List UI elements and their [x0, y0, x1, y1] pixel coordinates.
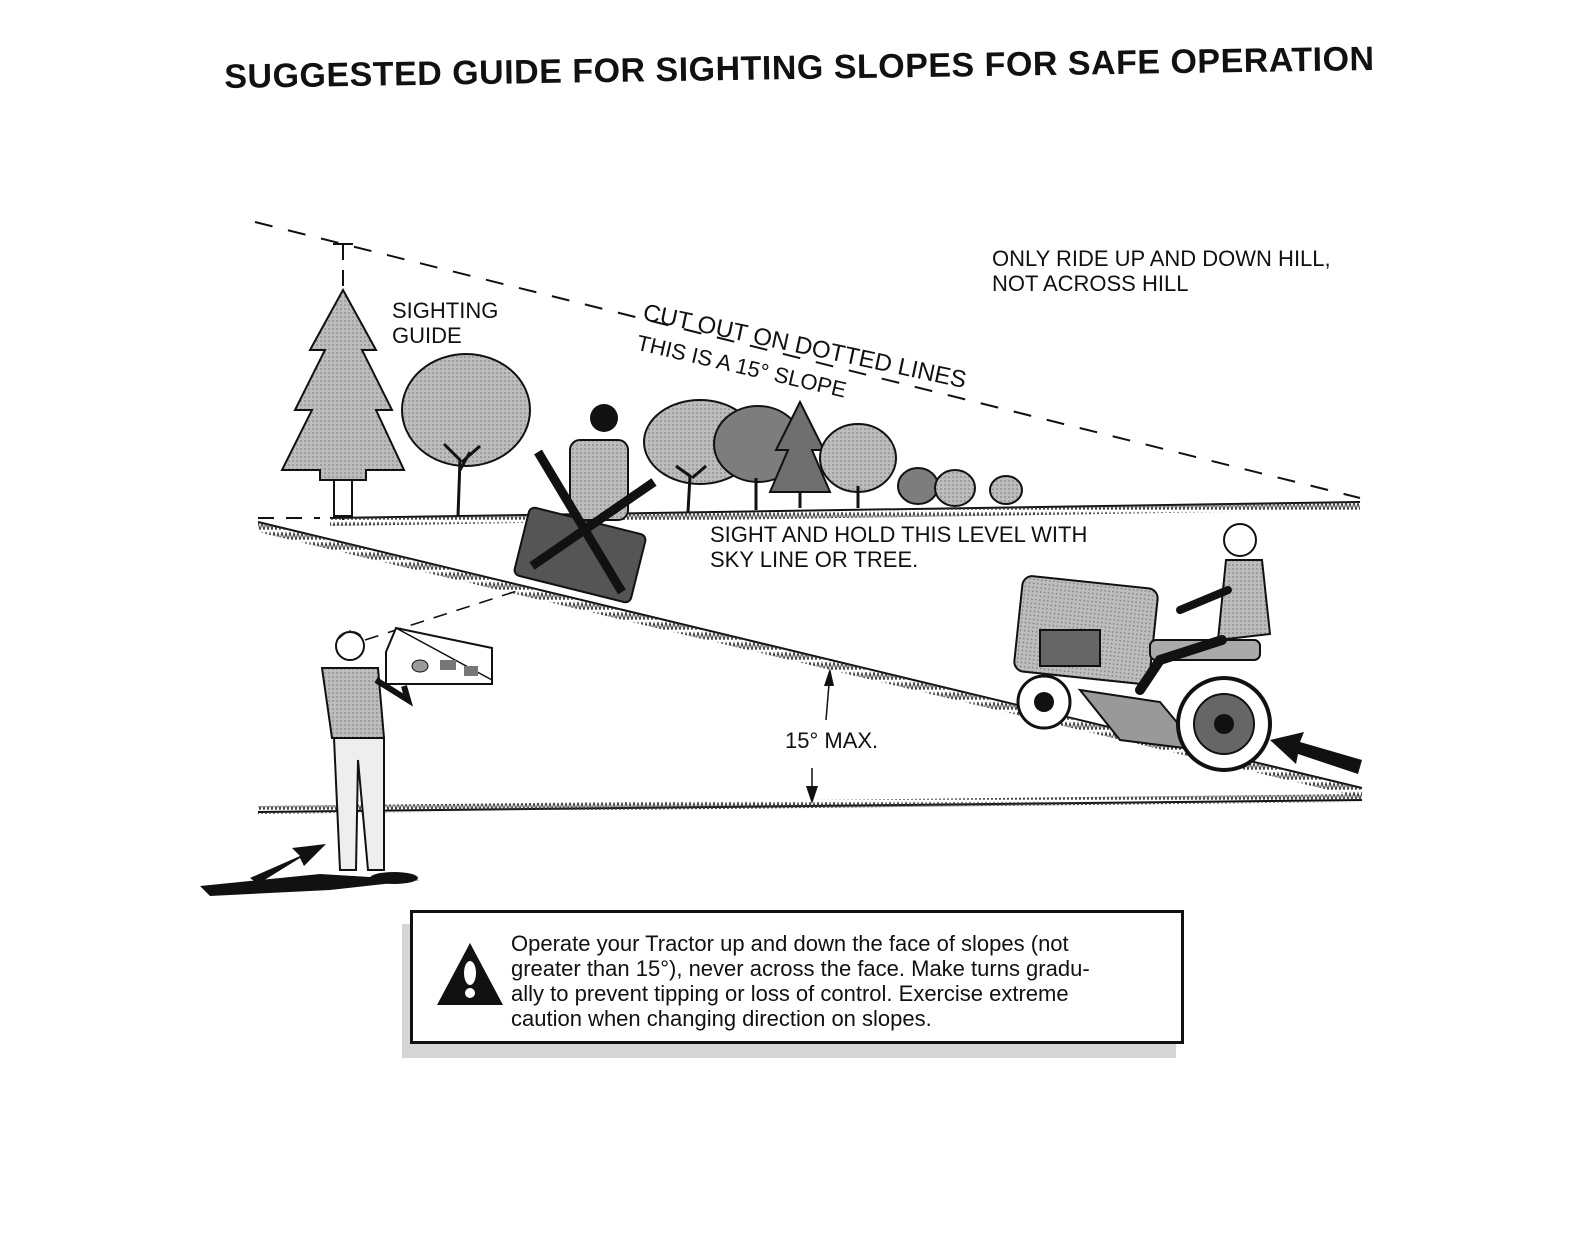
max-angle-label: 15° MAX.: [785, 728, 879, 753]
deciduous-tree-icon: [401, 353, 531, 517]
uphill-arrow-icon: [1270, 732, 1362, 774]
warning-text: Operate your Tractor up and down the fac…: [511, 931, 1090, 1031]
warning-box: Operate your Tractor up and down the fac…: [410, 910, 1184, 1044]
shrub-icon: [897, 467, 1023, 507]
sighting-guide-card-icon: [385, 626, 493, 685]
warning-triangle-icon: [437, 943, 503, 1005]
driver-icon: [1135, 523, 1272, 695]
person-sighting-icon: [320, 630, 418, 884]
sighting-guide-label: SIGHTING GUIDE: [392, 298, 499, 348]
angle-dimension-arrows: [806, 668, 834, 804]
evergreen-tree-icon: [280, 287, 406, 517]
tractor-up-slope-icon: [1013, 575, 1272, 772]
viewer-sight-line: [364, 589, 521, 641]
tractor-across-slope-icon: [513, 404, 647, 604]
level-ground-line: [257, 794, 1363, 814]
deciduous-tree-icon: [713, 405, 803, 510]
ride-direction-label: ONLY RIDE UP AND DOWN HILL, NOT ACROSS H…: [992, 246, 1331, 296]
ground-arrow-icon: [250, 844, 326, 884]
sight-hold-label: SIGHT AND HOLD THIS LEVEL WITH SKY LINE …: [710, 522, 1088, 572]
prohibited-x-icon: [529, 449, 657, 595]
deciduous-tree-icon: [819, 423, 897, 508]
ground-shadow-icon: [200, 874, 420, 896]
